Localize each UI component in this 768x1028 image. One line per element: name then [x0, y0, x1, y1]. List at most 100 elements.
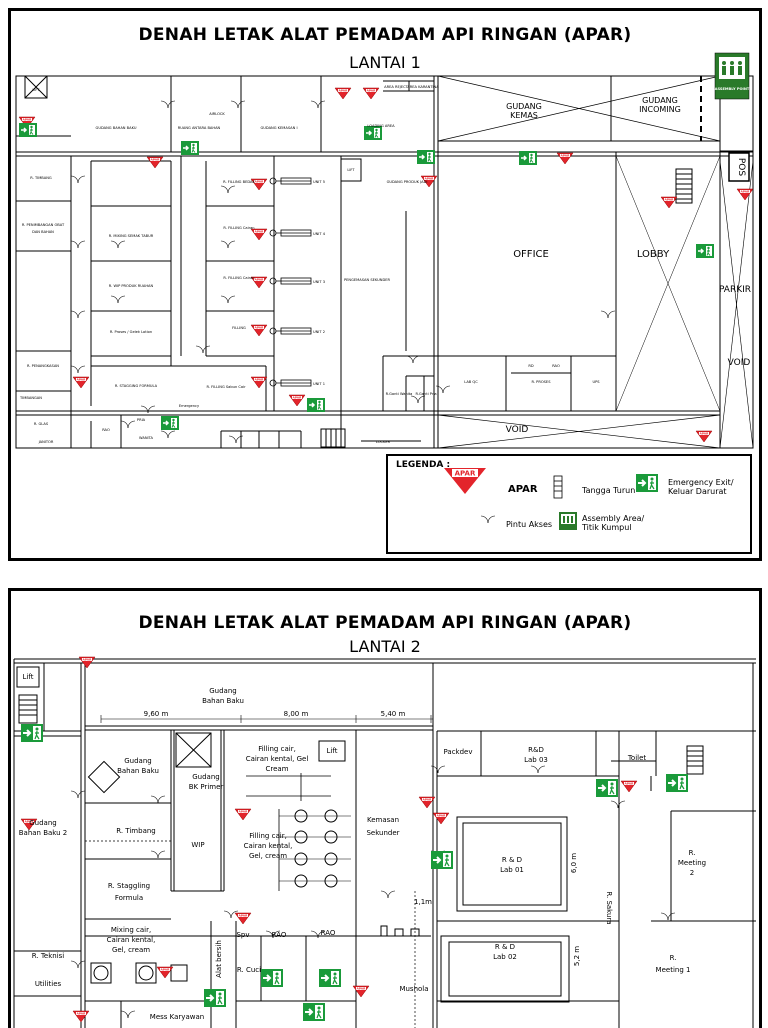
area-reject-label: AREA REJECT	[384, 85, 408, 89]
legend-tangga-label: Tangga Turun	[582, 486, 636, 495]
gudang-bb-line2: Bahan Baku	[117, 767, 159, 775]
dim-1-1-label: 1,1m	[414, 898, 432, 906]
rao-1-label: RAO	[272, 931, 287, 939]
emergency-exit-icon	[665, 773, 689, 793]
gudang-bb2-line2: Bahan Baku 2	[19, 829, 68, 837]
legend-apar-label: APAR	[508, 484, 538, 495]
svg-text:APAR: APAR	[455, 470, 476, 478]
emergency-exit-icon	[595, 778, 619, 798]
emergency-exit-icon	[260, 968, 284, 988]
apar-icon	[556, 152, 574, 165]
emergency-exit-icon	[18, 122, 38, 138]
r-proses-qc-label: R. PROSES	[532, 380, 552, 384]
apar-icon	[695, 430, 713, 443]
apar-icon	[620, 780, 638, 793]
unit-1-label: UNIT 1	[313, 382, 325, 386]
stairs-icon	[553, 475, 563, 499]
emergency-exit-icon	[180, 140, 200, 156]
apar-icon	[362, 87, 380, 100]
emergency-exit-icon	[20, 723, 44, 743]
gudang-bb-line1: Gudang	[124, 757, 151, 765]
apar-icon	[250, 324, 268, 337]
kemasan-line2: Sekunder	[366, 829, 399, 837]
legend-exit-line2: Keluar Darurat	[668, 487, 727, 496]
lab01-line1: R & D	[502, 856, 522, 864]
packdev-label: Packdev	[444, 748, 473, 756]
assembly-point-icon	[559, 512, 577, 530]
floor-2-title: DENAH LETAK ALAT PEMADAM API RINGAN (APA…	[138, 613, 632, 633]
floor-2-subtitle: LANTAI 2	[349, 637, 421, 656]
lift-1-label: Lift	[23, 673, 34, 681]
emergency-exit-icon	[416, 149, 436, 165]
r-mixing-label: R. MIXING SEMAK TABUR	[109, 234, 154, 238]
timbangan-label: TIMBANGAN	[19, 396, 42, 400]
mixing-line3: Gel, cream	[112, 946, 150, 954]
r-ganti-wanita-label: R.Ganti Wanita	[386, 392, 413, 396]
apar-icon: APAR	[444, 468, 486, 494]
r-proses-label: R. Proses / Gelek Lotion	[110, 330, 152, 334]
area-karantina-label: AREA KARANTINA	[407, 85, 439, 89]
floor-1-subtitle: LANTAI 1	[349, 53, 421, 72]
apar-icon	[250, 228, 268, 241]
rd-label: RD	[528, 364, 533, 368]
legend-exit-line1: Emergency Exit/	[668, 478, 734, 487]
unit-5-label: UNIT 5	[313, 180, 325, 184]
r-stagging-line1: R. Staggling	[108, 882, 150, 890]
mushola-label: Mushola	[399, 985, 428, 993]
r-timbang-label: R. TIMBANG	[30, 176, 52, 180]
apar-icon	[250, 376, 268, 389]
rao2-label: RAO	[552, 364, 560, 368]
r-stagging-line2: Formula	[115, 894, 143, 902]
filling-1-line3: Cream	[265, 765, 288, 773]
r-teknisi-label: R. Teknisi	[32, 952, 65, 960]
filling-1-line1: Filling cair,	[258, 745, 296, 753]
legend-box: LEGENDA : APAR APAR Tangga Turun Emergen…	[386, 454, 752, 554]
r-filling-2-label: R. FILLING Cairan	[223, 226, 254, 230]
r-glas-label: R. GLAS	[34, 422, 49, 426]
r-timbang-label: R. Timbang	[116, 827, 156, 835]
pengemasan-label: PENGEMASAN SEKUNDER	[344, 278, 391, 282]
pria-label: PRIA	[137, 418, 146, 422]
lab02-line1: R & D	[495, 943, 515, 951]
wip-label: WIP	[191, 841, 204, 849]
filling-2-line2: Cairan kental,	[244, 842, 293, 850]
emergency-exit-icon	[203, 988, 227, 1008]
janitor-label: JANITOR	[38, 440, 54, 444]
apar-icon	[72, 376, 90, 389]
emergency-exit-icon	[518, 150, 538, 166]
floor-1-panel: DENAH LETAK ALAT PEMADAM API RINGAN (APA…	[8, 8, 762, 561]
ups-label: UPS	[592, 380, 600, 384]
floor-1-title: DENAH LETAK ALAT PEMADAM API RINGAN (APA…	[138, 25, 632, 45]
wanita-label: WANITA	[139, 436, 153, 440]
r-staging-label: R. STAGGING FORMULA	[115, 384, 158, 388]
r-filling-3-label: R. FILLING Cairan	[223, 276, 254, 280]
mixing-line2: Cairan kental,	[107, 936, 156, 944]
gudang-bk-line1: Gudang	[192, 773, 219, 781]
emergency-exit-icon	[430, 850, 454, 870]
meeting-1-line1: R.	[670, 954, 677, 962]
emergency-exit-icon	[363, 125, 383, 141]
locker-label: LOCKER	[376, 440, 391, 444]
meeting-2-line2: Meeting	[678, 859, 706, 867]
apar-icon-group-floor2	[20, 656, 638, 1023]
r-wip-label: R. WIP PRODUK RUAHAN	[109, 284, 154, 288]
rnd-lab03-line2: Lab 03	[524, 756, 548, 764]
office-label: OFFICE	[513, 249, 549, 260]
door-icon	[480, 515, 496, 524]
filling-2-line3: Gel, cream	[249, 852, 287, 860]
lab02-line2: Lab 02	[493, 953, 517, 961]
pos-label: POS	[736, 158, 746, 177]
meeting-2-line3: 2	[690, 869, 694, 877]
rao-label: RAO	[102, 428, 110, 432]
apar-icon	[736, 188, 754, 201]
loading-area-label: LOADING AREA	[367, 124, 395, 128]
apar-icon	[72, 1010, 90, 1023]
emergency-exit-icon	[160, 415, 180, 431]
r-filling-4-label: FILLING	[232, 326, 246, 330]
emergency-exit-icon	[318, 968, 342, 988]
floor-2-panel: DENAH LETAK ALAT PEMADAM API RINGAN (APA…	[8, 588, 762, 1028]
mixing-line1: Mixing cair,	[111, 926, 151, 934]
emergency-exit-icon	[635, 473, 659, 493]
r-penimbangan-sub-label: DAN BAHAN	[32, 230, 54, 234]
